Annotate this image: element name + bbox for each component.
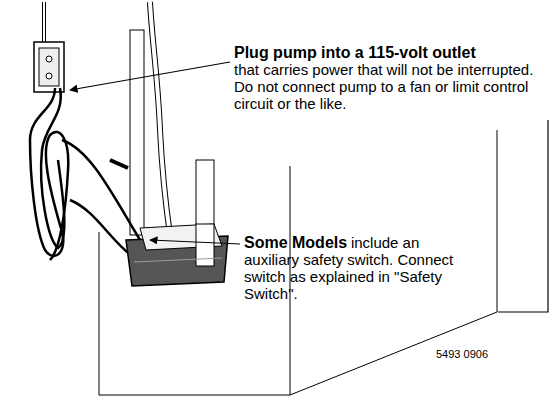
pump-detail: [134, 258, 222, 262]
switch-wire: [70, 200, 132, 256]
tube: [150, 2, 170, 235]
outlet-plate: [39, 48, 59, 86]
socket: [46, 73, 52, 79]
wall-line: [497, 130, 498, 312]
discharge-hose: [196, 224, 214, 266]
vertical-pipe: [130, 30, 144, 235]
switch-callout: Some Modelsinclude an auxiliary safety s…: [244, 234, 474, 302]
cord-coil: [41, 88, 64, 248]
outlet: [34, 2, 64, 92]
drawing-code: 5493 0906: [436, 346, 526, 363]
callout-text: 5493 0906: [436, 348, 488, 360]
socket: [46, 56, 52, 62]
leaders: [70, 62, 548, 312]
floor-line: [290, 312, 497, 395]
discharge-hose: [196, 160, 214, 265]
leader-line: [70, 62, 230, 90]
wall-line: [99, 232, 100, 395]
outlet-box: [34, 42, 64, 92]
power-cord: [30, 88, 140, 260]
outlet-callout: Plug pump into a 115-volt outletthat car…: [234, 44, 550, 112]
room-corner: [99, 130, 497, 395]
pipes: [130, 2, 214, 265]
leader-line: [150, 240, 240, 244]
plug: [110, 160, 128, 168]
callout-text: that carries power that will not be inte…: [234, 61, 533, 112]
cord-coil: [30, 88, 68, 260]
conduit: [42, 2, 46, 44]
conduit: [43, 2, 45, 44]
pump: [126, 224, 228, 286]
tube: [150, 2, 170, 235]
callout-heading: Plug pump into a 115-volt outlet: [234, 44, 550, 61]
floor-line: [99, 395, 290, 396]
callout-heading: Some Models: [244, 234, 347, 251]
bracket-line: [498, 120, 548, 312]
